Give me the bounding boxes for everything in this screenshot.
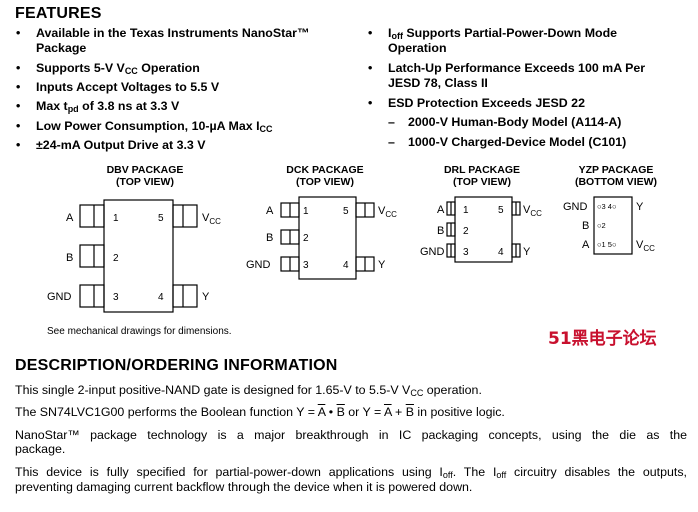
drl-package-title: DRL PACKAGE(TOP VIEW) — [443, 164, 521, 188]
description-heading: DESCRIPTION/ORDERING INFORMATION — [15, 357, 338, 374]
svg-text:VCC: VCC — [378, 205, 397, 219]
svg-text:A: A — [266, 205, 274, 217]
svg-text:VCC: VCC — [636, 239, 655, 253]
description-paragraph: The SN74LVC1G00 performs the Boolean fun… — [15, 405, 505, 419]
svg-text:GND: GND — [246, 259, 271, 271]
svg-text:A: A — [582, 239, 590, 251]
svg-text:3: 3 — [113, 292, 119, 303]
svg-text:B: B — [582, 220, 589, 232]
description-paragraph: This single 2-input positive-NAND gate i… — [15, 383, 482, 398]
svg-text:Y: Y — [523, 246, 531, 258]
svg-text:4: 4 — [498, 247, 504, 258]
dck-package-title: DCK PACKAGE(TOP VIEW) — [286, 164, 364, 188]
svg-text:1: 1 — [303, 206, 309, 217]
description-paragraph: NanoStar™ package technology is a major … — [15, 428, 687, 456]
svg-text:4: 4 — [158, 292, 164, 303]
svg-text:5: 5 — [498, 205, 504, 216]
yzp-package-title: YZP PACKAGE(BOTTOM VIEW) — [574, 164, 658, 188]
svg-text:GND: GND — [563, 201, 588, 213]
svg-text:2: 2 — [303, 233, 309, 244]
svg-text:1: 1 — [113, 213, 119, 224]
svg-text:○2: ○2 — [597, 221, 606, 230]
svg-text:Y: Y — [378, 259, 386, 271]
svg-text:○1 5○: ○1 5○ — [597, 240, 617, 249]
svg-text:○3 4○: ○3 4○ — [597, 202, 617, 211]
svg-text:VCC: VCC — [523, 204, 542, 218]
svg-text:B: B — [66, 252, 73, 264]
svg-text:Y: Y — [202, 291, 210, 303]
svg-text:5: 5 — [158, 213, 164, 224]
svg-text:B: B — [437, 225, 444, 237]
package-pinout-diagrams: A B GND VCC Y 1 2 3 5 4 A B GND VCC Y 1 … — [47, 196, 655, 313]
features-heading: FEATURES — [15, 5, 102, 22]
svg-text:B: B — [266, 232, 273, 244]
dbv-package-title: DBV PACKAGE(TOP VIEW) — [106, 164, 184, 188]
svg-text:A: A — [66, 212, 74, 224]
svg-text:5: 5 — [343, 206, 349, 217]
svg-text:3: 3 — [463, 247, 469, 258]
svg-text:Y: Y — [636, 201, 644, 213]
yzp-body — [593, 196, 633, 255]
svg-text:VCC: VCC — [202, 212, 221, 226]
svg-text:A: A — [437, 204, 445, 216]
svg-text:GND: GND — [420, 246, 445, 258]
watermark-logo: 51黑电子论坛 — [548, 329, 657, 349]
mechanical-drawings-note: See mechanical drawings for dimensions. — [47, 326, 232, 337]
svg-text:2: 2 — [463, 226, 469, 237]
svg-text:2: 2 — [113, 253, 119, 264]
description-paragraph: This device is fully specified for parti… — [15, 465, 687, 494]
svg-text:4: 4 — [343, 260, 349, 271]
svg-text:1: 1 — [463, 205, 469, 216]
svg-text:GND: GND — [47, 291, 72, 303]
svg-text:3: 3 — [303, 260, 309, 271]
